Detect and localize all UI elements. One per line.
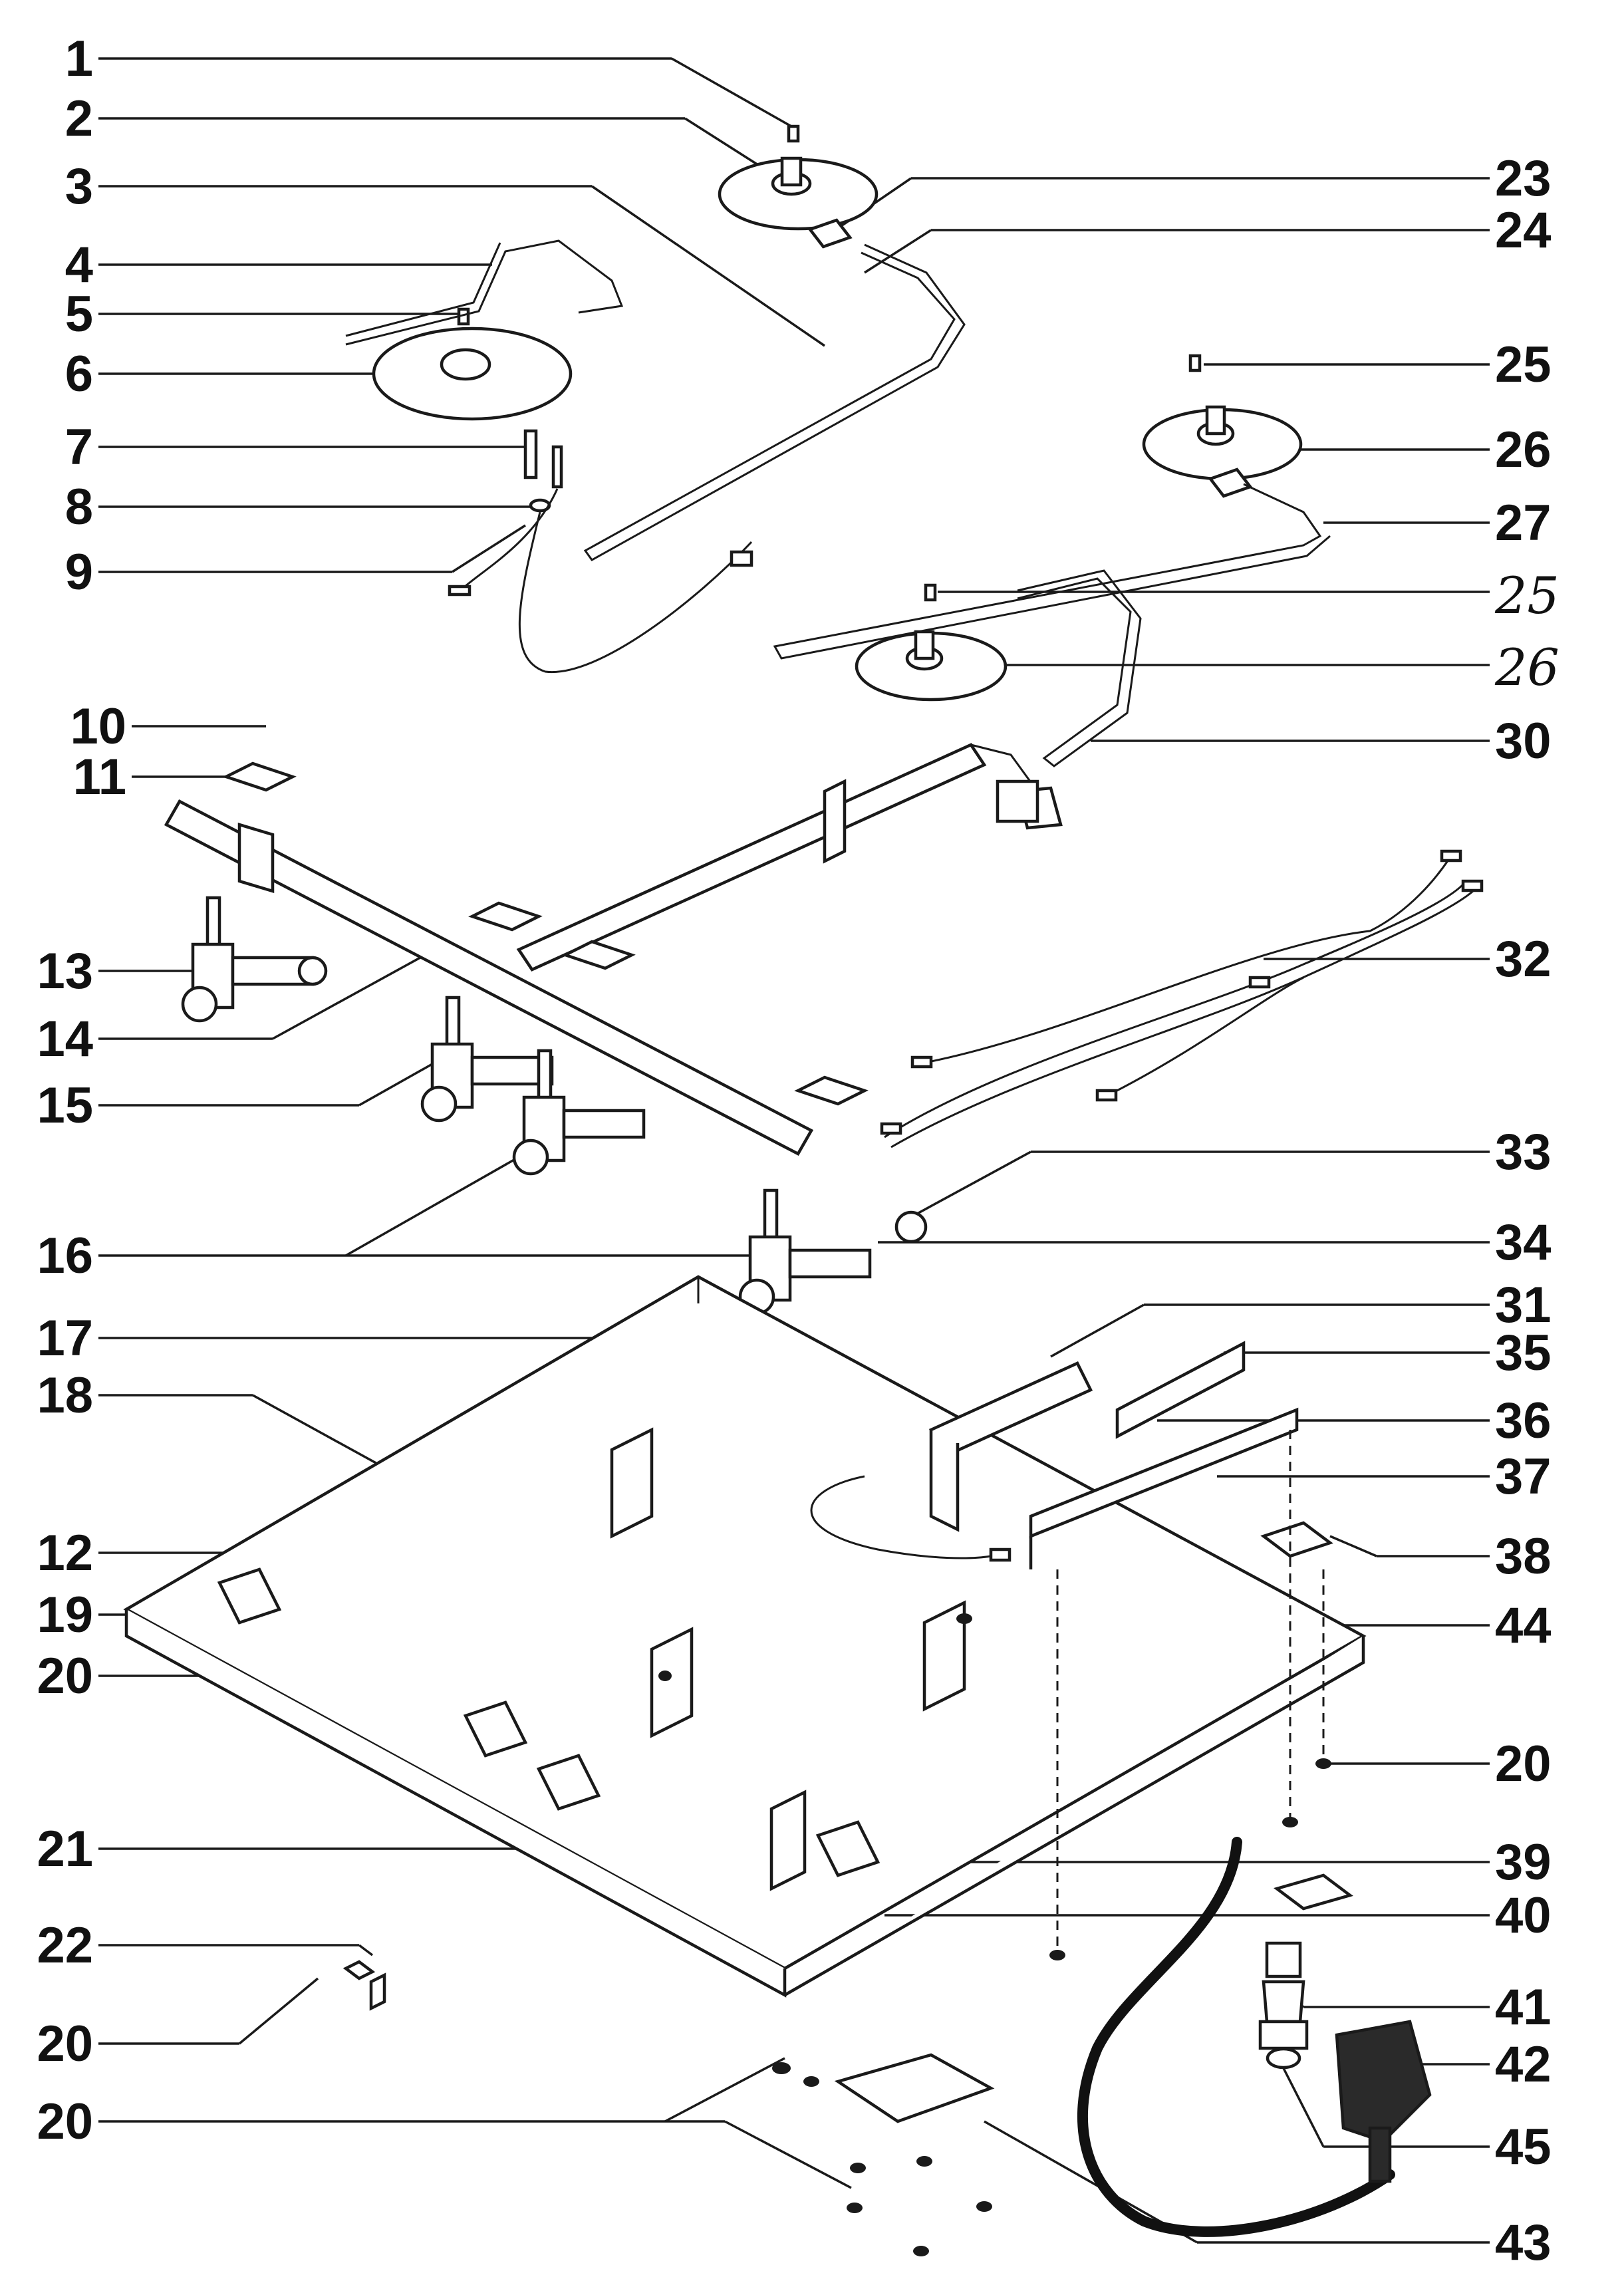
label-7: 7 (65, 419, 93, 475)
label-24: 24 (1495, 202, 1552, 259)
label-8: 8 (65, 479, 93, 535)
wire-harness (880, 849, 1484, 1148)
label-26-b: 26 (1494, 638, 1559, 697)
label-31: 31 (1495, 1277, 1552, 1333)
label-26-a: 26 (1495, 422, 1552, 478)
label-21: 21 (37, 1821, 93, 1877)
label-40: 40 (1495, 1887, 1552, 1944)
base-tray (123, 1275, 1367, 1998)
label-43: 43 (1495, 2214, 1552, 2271)
label-30: 30 (1495, 713, 1552, 769)
label-13: 13 (37, 943, 93, 1000)
label-20-b: 20 (37, 2016, 93, 2072)
label-14: 14 (37, 1011, 93, 1067)
label-15: 15 (37, 1077, 93, 1134)
label-19: 19 (37, 1587, 93, 1643)
label-20-d: 20 (1495, 1736, 1552, 1792)
label-17: 17 (37, 1310, 93, 1367)
valve-34 (738, 1188, 928, 1315)
thermocouple-and-electrode (448, 429, 753, 674)
label-2: 2 (65, 90, 93, 147)
label-20-a: 20 (37, 1648, 93, 1704)
manifold-and-valves (164, 743, 1063, 1315)
label-34: 34 (1495, 1214, 1552, 1271)
label-42: 42 (1495, 2036, 1552, 2093)
label-11: 11 (73, 749, 126, 805)
label-36: 36 (1495, 1393, 1552, 1449)
label-1: 1 (65, 31, 93, 87)
gas-tubes (345, 239, 1331, 767)
label-25-b: 25 (1494, 566, 1559, 625)
label-20-c: 20 (37, 2093, 93, 2150)
label-3: 3 (65, 158, 93, 215)
ignition-module (810, 1341, 1333, 1955)
label-44: 44 (1495, 1597, 1552, 1654)
label-4: 4 (65, 237, 93, 293)
label-9: 9 (65, 544, 93, 601)
label-41: 41 (1495, 1979, 1552, 2036)
label-5: 5 (65, 286, 93, 342)
label-23: 23 (1495, 150, 1552, 207)
valve-15 (420, 996, 554, 1123)
label-18: 18 (37, 1367, 93, 1424)
burner-assemblies (372, 124, 1303, 702)
label-16: 16 (37, 1228, 93, 1284)
label-25-a: 25 (1495, 336, 1552, 393)
power-cord (1077, 1837, 1432, 2237)
valve-16 (512, 1049, 646, 1176)
label-32: 32 (1495, 931, 1552, 988)
label-33: 33 (1495, 1124, 1552, 1180)
label-22: 22 (37, 1917, 93, 1974)
label-45: 45 (1495, 2119, 1552, 2175)
part-number-labels: 1 2 3 4 5 6 7 8 9 10 11 13 14 15 16 17 1… (37, 31, 1559, 2271)
label-37: 37 (1495, 1448, 1552, 1505)
label-10: 10 (70, 698, 126, 755)
label-6: 6 (65, 346, 93, 402)
label-35: 35 (1495, 1325, 1552, 1381)
label-38: 38 (1495, 1528, 1552, 1585)
label-12: 12 (37, 1525, 93, 1581)
valve-13 (181, 896, 328, 1023)
label-39: 39 (1495, 1834, 1552, 1891)
label-27: 27 (1495, 495, 1552, 551)
gasket-and-feet (342, 1613, 1353, 2256)
